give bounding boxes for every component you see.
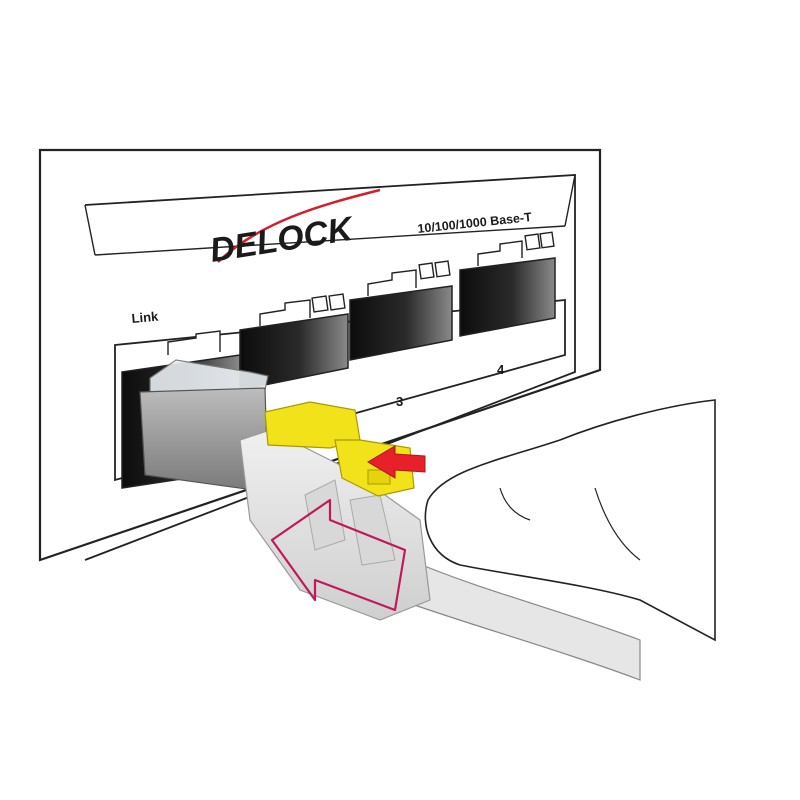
port-number-4: 4	[497, 362, 505, 377]
pull-arrow-icon	[270, 498, 407, 612]
hand-illustration	[424, 399, 716, 642]
port-number-3: 3	[396, 394, 403, 409]
rj45-plug[interactable]	[139, 359, 431, 621]
ethernet-port-4[interactable]	[459, 231, 556, 337]
delock-swoosh-logo	[217, 188, 381, 263]
link-label: Link	[131, 309, 160, 326]
yellow-lock-clip[interactable]	[264, 401, 415, 497]
push-arrow-icon	[367, 445, 426, 479]
ethernet-port-3[interactable]	[349, 260, 453, 361]
network-cable	[399, 559, 641, 681]
